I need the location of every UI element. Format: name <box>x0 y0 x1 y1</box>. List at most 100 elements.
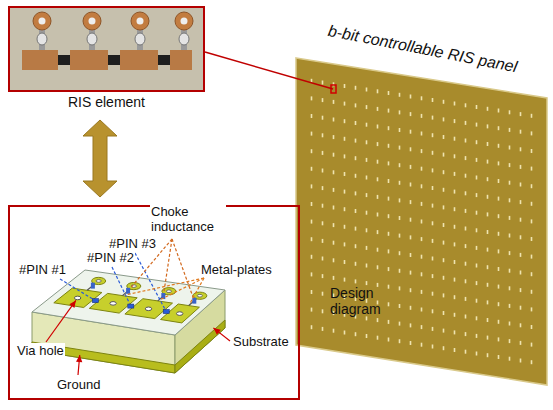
panel-element <box>520 359 522 363</box>
panel-element <box>531 272 533 276</box>
panel-element <box>465 103 467 107</box>
part-label: #PIN #2 <box>86 250 135 265</box>
panel-element <box>410 130 412 134</box>
panel-element <box>311 272 313 276</box>
panel-element <box>443 293 445 297</box>
panel-element <box>432 221 434 225</box>
panel-element <box>377 213 379 217</box>
choke-inductor <box>87 33 97 45</box>
panel-element <box>487 336 489 340</box>
panel-element <box>454 225 456 229</box>
figure-box: RIS element <box>8 6 205 118</box>
panel-element <box>476 140 478 144</box>
panel-element <box>377 248 379 252</box>
leader-line <box>125 278 204 295</box>
panel-element <box>388 320 390 324</box>
panel-element <box>377 265 379 269</box>
panel-element <box>322 116 324 120</box>
panel-element <box>498 355 500 359</box>
panel-element <box>454 242 456 246</box>
panel-element <box>531 343 533 347</box>
panel-element <box>476 105 478 109</box>
panel-element <box>509 322 511 326</box>
panel-element <box>377 107 379 111</box>
panel-element <box>388 109 390 113</box>
panel-element <box>432 151 434 155</box>
panel-element <box>355 86 357 90</box>
panel-element <box>344 137 346 141</box>
panel-element <box>465 297 467 301</box>
panel-element <box>498 337 500 341</box>
panel-element <box>399 269 401 273</box>
panel-element <box>432 98 434 102</box>
panel-element <box>487 160 489 164</box>
panel-element <box>366 176 368 180</box>
panel-element <box>520 112 522 116</box>
panel-element <box>520 323 522 327</box>
panel-element <box>487 124 489 128</box>
panel-element <box>399 322 401 326</box>
panel-element <box>531 290 533 294</box>
panel-element <box>509 234 511 238</box>
panel-element <box>344 207 346 211</box>
panel-element <box>498 109 500 113</box>
panel-element <box>487 230 489 234</box>
panel-element <box>322 98 324 102</box>
panel-element <box>487 195 489 199</box>
pin-diode <box>163 310 169 314</box>
panel-element <box>399 110 401 114</box>
choke-inductor <box>126 288 130 294</box>
panel-element <box>344 225 346 229</box>
panel-element <box>520 183 522 187</box>
panel-element <box>355 191 357 195</box>
panel-element <box>399 181 401 185</box>
panel-element <box>311 237 313 241</box>
panel-element <box>465 174 467 178</box>
panel-element <box>366 334 368 338</box>
panel-element <box>410 288 412 292</box>
panel-element <box>509 110 511 114</box>
panel-element <box>366 193 368 197</box>
panel-element <box>531 202 533 206</box>
panel-element <box>355 174 357 178</box>
panel-element <box>366 281 368 285</box>
panel-element <box>476 246 478 250</box>
panel-element <box>322 257 324 261</box>
panel-element <box>443 276 445 280</box>
panel-element <box>465 209 467 213</box>
panel-element <box>322 133 324 137</box>
red-frame <box>8 6 205 92</box>
panel-element <box>465 227 467 231</box>
pad-hole <box>39 18 46 25</box>
part-label: #PIN #3 <box>108 236 157 251</box>
panel-element <box>366 140 368 144</box>
part-label: Metal-plates <box>200 262 273 277</box>
pin-diode <box>158 55 170 65</box>
panel-element <box>476 334 478 338</box>
panel-element <box>465 121 467 125</box>
panel-element <box>388 179 390 183</box>
arrow-head <box>76 355 82 362</box>
panel-element <box>454 190 456 194</box>
figure-caption: b-bit controllable RIS panel <box>326 22 518 77</box>
panel-element <box>355 244 357 248</box>
panel-element <box>366 228 368 232</box>
panel-element <box>322 274 324 278</box>
panel-element <box>366 158 368 162</box>
panel-element <box>487 212 489 216</box>
panel-element <box>388 285 390 289</box>
panel-element <box>454 278 456 282</box>
panel-element <box>388 267 390 271</box>
metal-plate <box>161 304 200 323</box>
panel-board <box>296 58 547 385</box>
bias-pad <box>33 12 51 30</box>
panel-element <box>432 327 434 331</box>
bias-pad <box>83 12 101 30</box>
part-label: Choke inductance <box>150 204 226 234</box>
panel-element <box>410 271 412 275</box>
panel-element <box>531 184 533 188</box>
panel-element <box>421 202 423 206</box>
panel-element <box>465 139 467 143</box>
panel-element <box>333 170 335 174</box>
panel-element <box>454 102 456 106</box>
